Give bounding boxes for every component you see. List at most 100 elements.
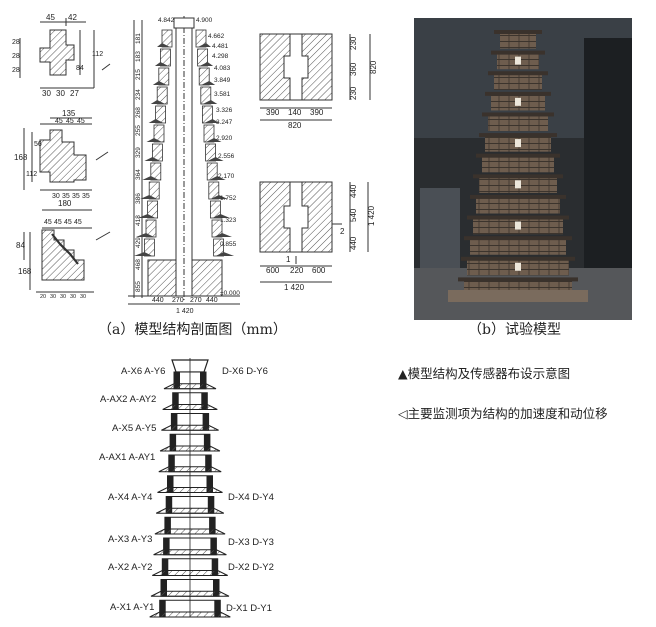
section-height: 855 <box>135 281 142 292</box>
sensor-tower-wall <box>202 413 209 431</box>
section-height: 386 <box>135 193 142 204</box>
sensor-label-left: A-X5 A-Y5 <box>112 423 156 434</box>
sensor-labels-right: D-X6 D-Y6 D-X4 D-Y4 D-X3 D-Y3 D-X2 D-Y2 … <box>222 366 274 614</box>
level-label: 0.855 <box>220 241 237 248</box>
plan1-total-h: 820 <box>288 121 302 130</box>
level-label: 2.920 <box>216 135 233 142</box>
plan-section-1 <box>259 33 371 121</box>
photo-eave <box>488 71 548 76</box>
section-height: 329 <box>135 147 142 158</box>
sensor-tower-wall <box>161 579 167 597</box>
plan2-total-v: 1 420 <box>367 205 376 226</box>
section-levels: 4.842 4.900 4.662 4.481 4.298 4.083 3.84… <box>158 17 240 297</box>
plan2-dim: 440 <box>349 184 358 198</box>
sensor-tower-wall <box>168 455 175 472</box>
sensor-tower-wall <box>206 475 213 493</box>
photo-window <box>515 56 521 65</box>
profile3-dim: 45 <box>44 219 52 226</box>
sensor-label-right: D-X3 D-Y3 <box>228 537 274 548</box>
section-eave <box>207 157 224 161</box>
sensor-label-right: D-X2 D-Y2 <box>228 562 274 573</box>
section-eave <box>199 62 214 66</box>
section-eave <box>157 43 170 47</box>
photo-storey <box>482 155 554 173</box>
section-eave <box>144 157 161 161</box>
section-eave <box>206 138 222 142</box>
profile2-dim: 135 <box>62 109 76 118</box>
profile1-dim: 30 <box>56 89 65 98</box>
section-height: 429 <box>135 237 142 248</box>
profile1-dim: 45 <box>46 13 55 22</box>
sensor-tower-wall <box>164 517 171 534</box>
sensor-tower-wall <box>203 434 210 451</box>
profile-detail-2 <box>23 117 109 191</box>
section-eave <box>152 81 167 85</box>
sensor-tower-elevation <box>149 358 231 618</box>
sensor-tower-wall <box>171 413 178 431</box>
caption-a: （a）模型结构剖面图（mm） <box>98 322 287 338</box>
photo-window <box>515 139 521 148</box>
profile1-dim: 30 <box>42 89 51 98</box>
sensor-tower-wall <box>205 455 212 472</box>
level-label: 4.662 <box>208 33 225 40</box>
sensor-tower-wall <box>210 538 217 555</box>
profile1-dim: 42 <box>68 13 77 22</box>
section-eave <box>140 195 158 199</box>
profile1-dim: 28 <box>12 53 20 60</box>
photo-eave <box>479 133 557 138</box>
profile3-dim: 30 <box>50 294 56 300</box>
section-height: 418 <box>135 215 142 226</box>
level-label: 1.323 <box>220 217 237 224</box>
level-label: 1.752 <box>220 195 237 202</box>
photo-storey <box>488 114 548 132</box>
photo-eave <box>482 112 554 117</box>
profile1-dim: 28 <box>12 39 20 46</box>
sensor-label-left: A-AX2 A-AY2 <box>100 394 156 405</box>
photo-eave <box>458 277 578 282</box>
profile3-dim: 45 <box>74 219 82 226</box>
profile3-dim: 30 <box>60 294 66 300</box>
level-label: 3.581 <box>214 91 231 98</box>
sensor-label-left: A-X3 A-Y3 <box>108 534 152 545</box>
photo-storey <box>470 238 566 255</box>
sensor-tower-wall <box>207 496 214 514</box>
tower-tiers <box>133 17 235 257</box>
sensor-label-left: A-AX1 A-AY1 <box>99 452 155 463</box>
plan1-dim: 390 <box>266 108 280 117</box>
bottom-dim: 440 <box>152 297 164 304</box>
profile3-dim: 30 <box>80 294 86 300</box>
sensor-tower-wall <box>201 392 208 410</box>
photo-eave <box>464 236 572 241</box>
profile1-dim: 84 <box>76 65 84 72</box>
sensor-tower-wall <box>214 600 221 617</box>
sensor-tower-wall <box>166 496 173 514</box>
plan2-dim: 600 <box>266 266 280 275</box>
section-height: 181 <box>135 33 142 44</box>
sensor-tower-wall <box>162 558 169 576</box>
profile-detail-1 <box>19 18 111 89</box>
profile2-dim: 168 <box>14 153 28 162</box>
photo-eave <box>485 91 551 96</box>
tower-section <box>128 16 240 305</box>
plan1-dim: 230 <box>349 36 358 50</box>
profile3-dim: 168 <box>18 267 32 276</box>
profile3-dim: 180 <box>58 199 72 208</box>
photo-eave <box>473 174 563 179</box>
section-eave <box>154 62 169 66</box>
section-eave <box>210 195 228 199</box>
level-label: 2.556 <box>218 153 235 160</box>
sensor-label-right: D-X6 D-Y6 <box>222 366 268 377</box>
pagoda-body <box>448 30 588 302</box>
sensor-tower-wall <box>209 517 216 534</box>
photo-window <box>515 180 521 189</box>
test-model-photo <box>414 18 632 320</box>
sensor-label-right: D-X1 D-Y1 <box>226 603 272 614</box>
bottom-dim: 270 <box>190 297 202 304</box>
level-label: 3.849 <box>214 77 231 84</box>
section-eave <box>150 100 166 104</box>
section-eave <box>215 252 235 256</box>
photo-base <box>448 290 588 302</box>
plan-section-2 <box>259 181 369 283</box>
plan2-dim: 220 <box>290 266 304 275</box>
section-eave <box>142 176 159 180</box>
